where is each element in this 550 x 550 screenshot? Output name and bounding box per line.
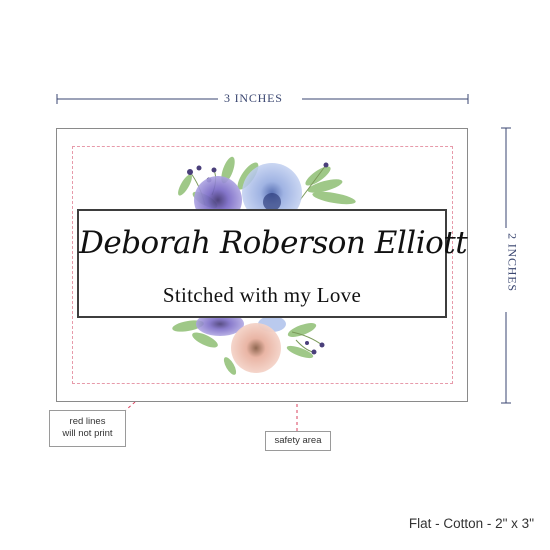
safety-area-outline: [72, 146, 453, 384]
red-lines-callout: red lines will not print: [49, 410, 126, 447]
label-name-text: Deborah Roberson Elliott: [79, 225, 468, 261]
red-lines-callout-line2: will not print: [62, 428, 113, 439]
label-tagline-text: Stitched with my Love: [162, 283, 362, 307]
safety-area-callout: safety area: [265, 431, 331, 451]
name-frame: Deborah Roberson Elliott Stitched with m…: [77, 209, 468, 318]
product-description: Flat - Cotton - 2" x 3": [408, 516, 534, 531]
red-lines-callout-line1: red lines: [69, 416, 106, 427]
width-dimension-label: 3 INCHES: [224, 91, 283, 105]
